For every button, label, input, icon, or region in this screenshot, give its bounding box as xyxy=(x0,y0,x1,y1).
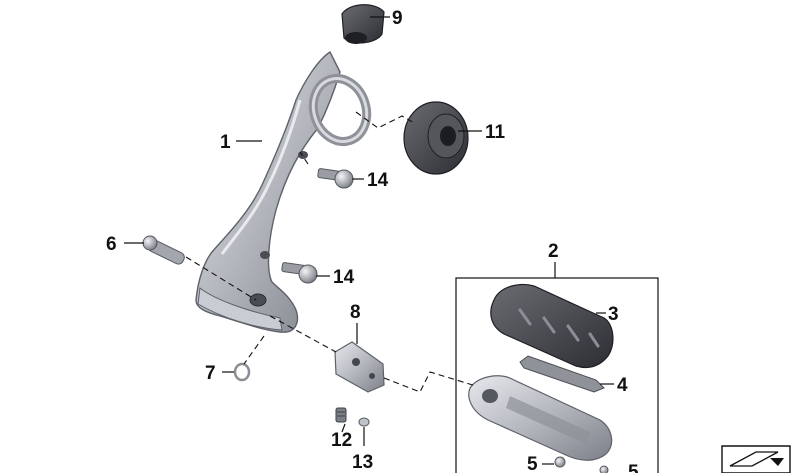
callout-8: 8 xyxy=(350,302,361,323)
assembly-line-pin xyxy=(185,256,257,301)
screw-small-part xyxy=(554,456,566,468)
callout-9: 9 xyxy=(392,8,403,29)
callout-13: 13 xyxy=(352,452,373,473)
callout-2: 2 xyxy=(548,241,559,262)
bolt-upper-part xyxy=(317,168,354,189)
pin-part xyxy=(142,235,185,265)
assembly-group-box xyxy=(455,277,659,473)
callout-3: 3 xyxy=(608,304,619,325)
callout-12: 12 xyxy=(331,430,352,451)
screw-small-part-2 xyxy=(599,465,609,473)
footrest-rubber-pad-part xyxy=(490,283,614,369)
callout-6: 6 xyxy=(106,234,117,255)
callout-4: 4 xyxy=(617,375,628,396)
callout-14-upper: 14 xyxy=(367,170,389,191)
callout-14-lower: 14 xyxy=(333,267,355,288)
footrest-body-part xyxy=(468,375,613,461)
assembly-line-footrest xyxy=(383,371,477,393)
callout-7: 7 xyxy=(205,363,216,384)
callout-11: 11 xyxy=(485,122,506,143)
callout-5: 5 xyxy=(527,454,538,473)
assembly-line-bolt-upper xyxy=(299,151,309,165)
grommet-part xyxy=(403,101,469,175)
callout-5-second: 5 xyxy=(628,462,639,473)
assembly-line-grommet xyxy=(355,111,417,129)
callout-1: 1 xyxy=(220,132,231,153)
bolt-lower-part xyxy=(281,262,318,284)
leader-12 xyxy=(341,423,346,433)
clip-ring-part xyxy=(233,362,251,382)
bracket-arm-part xyxy=(195,50,372,333)
plate-part xyxy=(334,341,385,393)
diagram-reference-icon xyxy=(721,445,791,473)
assembly-line-plate xyxy=(269,315,337,353)
washer-part xyxy=(358,417,370,427)
screw-part xyxy=(335,407,347,423)
spring-clip-part xyxy=(519,355,605,393)
rubber-cap-part xyxy=(341,4,385,44)
assembly-line-clip xyxy=(243,335,265,365)
